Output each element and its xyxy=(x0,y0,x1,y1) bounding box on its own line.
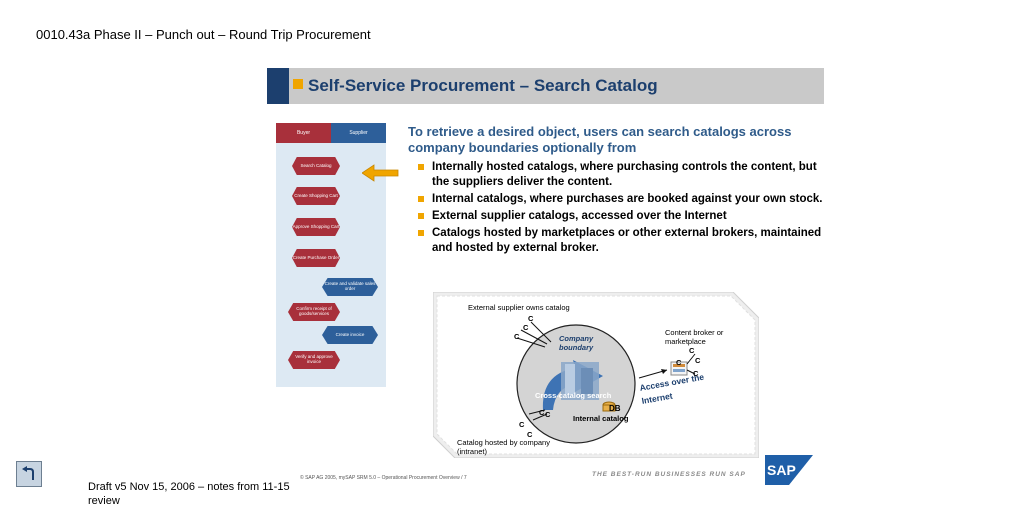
step-approve-shopping-cart: Approve Shopping Cart xyxy=(292,218,340,236)
step-confirm-receipt: Confirm receipt of goods/services xyxy=(288,303,340,321)
label-content-broker-1: Content broker or xyxy=(665,328,724,337)
bullet-item: Internal catalogs, where purchases are b… xyxy=(418,192,823,207)
bullet-item: Internally hosted catalogs, where purcha… xyxy=(418,160,823,190)
header-bullet-square xyxy=(293,79,303,89)
step-search-catalog: Search Catalog xyxy=(292,157,340,175)
step-create-sales-order: Create and validate sales order xyxy=(322,278,378,296)
catalog-c-mark: C xyxy=(539,408,545,417)
label-content-broker-2: marketplace xyxy=(665,337,706,346)
label-db: DB xyxy=(609,404,621,413)
label-company-boundary-2: boundary xyxy=(559,343,594,352)
catalog-c-mark: C xyxy=(527,430,533,439)
lane-buyer: Buyer xyxy=(276,123,331,143)
label-company-boundary-1: Company xyxy=(559,334,594,343)
diagram-graphic xyxy=(433,292,759,458)
step-create-shopping-cart: Create Shopping Cart xyxy=(292,187,340,205)
label-cross-catalog-search: Cross-catalog search xyxy=(535,391,612,400)
back-button[interactable] xyxy=(16,461,42,487)
catalog-c-mark: C xyxy=(523,323,529,332)
step-create-purchase-order: Create Purchase Order xyxy=(292,249,340,267)
bullet-list: Internally hosted catalogs, where purcha… xyxy=(418,160,823,258)
catalog-c-mark: C xyxy=(519,420,525,429)
step-verify-invoice: Verify and approve invoice xyxy=(288,351,340,369)
sap-logo-text: SAP xyxy=(767,462,796,478)
catalog-c-mark: C xyxy=(693,369,699,378)
left-arrow-icon xyxy=(362,164,399,182)
label-external-supplier: External supplier owns catalog xyxy=(468,303,570,312)
catalog-c-mark: C xyxy=(514,332,520,341)
catalog-c-mark: C xyxy=(545,410,551,419)
slide-header-bar xyxy=(267,68,824,104)
label-hosted-company-1: Catalog hosted by company xyxy=(457,438,550,447)
process-flow-panel: Buyer Supplier Search Catalog Create Sho… xyxy=(276,123,386,387)
catalog-c-mark: C xyxy=(528,314,534,323)
catalog-c-mark: C xyxy=(695,356,701,365)
label-hosted-company-2: (intranet) xyxy=(457,447,488,456)
sap-logo: SAP xyxy=(765,455,813,485)
draft-note: Draft v5 Nov 15, 2006 – notes from 11-15… xyxy=(88,481,290,507)
catalog-diagram: External supplier owns catalog Company b… xyxy=(433,292,759,458)
bullet-item: External supplier catalogs, accessed ove… xyxy=(418,209,823,224)
catalog-c-mark: C xyxy=(676,358,682,367)
document-title: 0010.43a Phase II – Punch out – Round Tr… xyxy=(36,27,371,42)
back-arrow-icon xyxy=(22,466,34,480)
step-create-invoice: Create invoice xyxy=(322,326,378,344)
copyright-text: © SAP AG 2005, mySAP SRM 5.0 – Operation… xyxy=(300,475,467,481)
label-internal-catalog: Internal catalog xyxy=(573,414,629,423)
sap-tagline: THE BEST-RUN BUSINESSES RUN SAP xyxy=(592,471,746,478)
bullet-item: Catalogs hosted by marketplaces or other… xyxy=(418,226,823,256)
catalog-c-mark: C xyxy=(689,346,695,355)
header-stripe xyxy=(267,68,289,104)
intro-text: To retrieve a desired object, users can … xyxy=(408,124,792,155)
lane-supplier: Supplier xyxy=(331,123,386,143)
slide-title: Self-Service Procurement – Search Catalo… xyxy=(308,76,658,95)
